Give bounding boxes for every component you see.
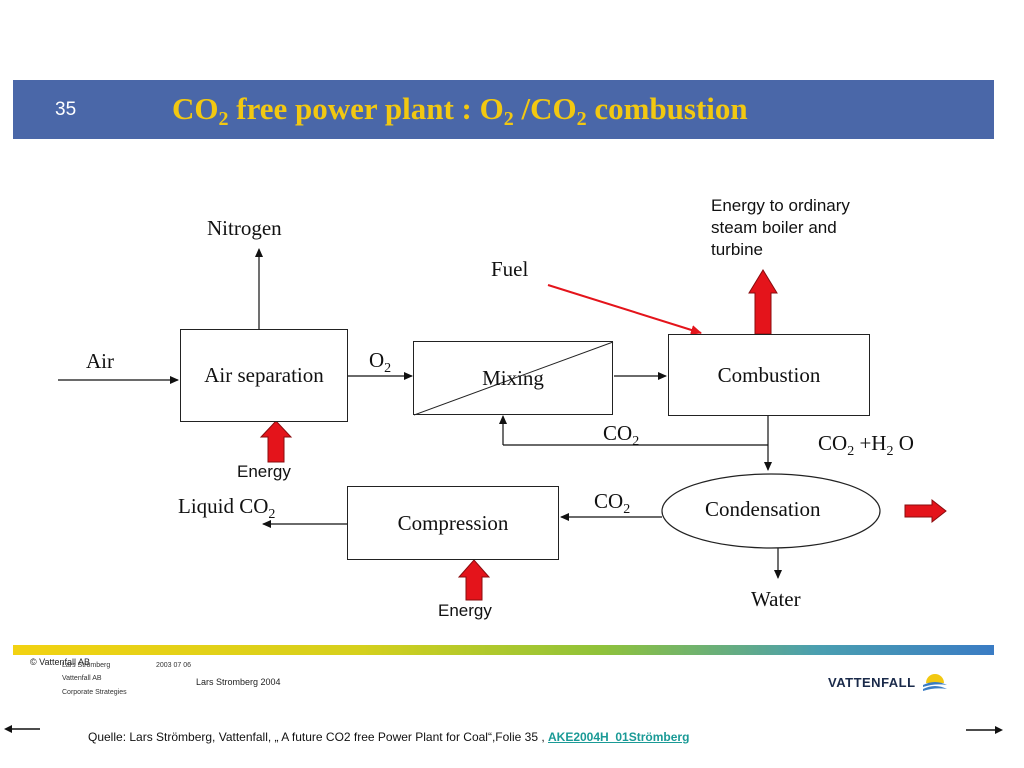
nitrogen-label: Nitrogen [207, 216, 282, 240]
source-text: Quelle: Lars Strömberg, Vattenfall, „ A … [88, 730, 548, 744]
mixing-box: Mixing [413, 341, 614, 416]
fuel-arrow [547, 284, 702, 335]
author-small-text: Lars Strömberg [62, 662, 111, 669]
liquid-co2-label: Liquid CO2 [178, 494, 276, 522]
footer-gradient-bar [13, 645, 994, 655]
source-link[interactable]: AKE2004H_01Strömberg [548, 730, 690, 744]
energy-in-compression-arrow [457, 559, 491, 601]
condensation-ellipse [661, 473, 881, 549]
air-separation-box: Air separation [180, 329, 348, 422]
air-separation-label: Air separation [204, 363, 324, 387]
combustion-box: Combustion [668, 334, 870, 416]
energy-out-arrow [748, 269, 778, 335]
slide-title: CO2 free power plant : O2 /CO2 combustio… [172, 91, 748, 130]
title-bar [13, 80, 994, 139]
source-citation: Quelle: Lars Strömberg, Vattenfall, „ A … [88, 730, 689, 744]
o2-label: O2 [369, 348, 392, 376]
compression-box: Compression [347, 486, 559, 560]
back-arrow-icon [4, 725, 40, 733]
vattenfall-wordmark: VATTENFALL [828, 674, 916, 690]
author-year-text: Lars Stromberg 2004 [196, 677, 281, 687]
department-small-text: Corporate Strategies [62, 689, 127, 696]
mixing-label: Mixing [482, 365, 544, 390]
co2-to-compression-label: CO2 [594, 489, 631, 517]
copyright-text: © Vattenfall AB [30, 657, 90, 667]
energy-out-line-3: turbine [711, 240, 763, 259]
slide-number: 35 [55, 99, 77, 120]
date-small-text: 2003 07 06 [156, 662, 192, 669]
compression-label: Compression [397, 510, 509, 535]
exhaust-label: CO2 +H2 O [818, 431, 914, 459]
vattenfall-logo-icon [922, 674, 947, 691]
mixing-diagonal [414, 342, 614, 416]
energy-in-air-separation-arrow [259, 420, 293, 463]
energy-air-separation-label: Energy [237, 462, 291, 481]
energy-compression-label: Energy [438, 601, 492, 620]
vattenfall-logo: VATTENFALL [828, 671, 948, 693]
energy-out-line-1: Energy to ordinary [711, 196, 850, 215]
condensation-label: Condensation [705, 497, 821, 521]
co2-recycle-label: CO2 [603, 421, 640, 449]
air-label: Air [86, 349, 114, 373]
fuel-label: Fuel [491, 257, 529, 281]
forward-arrow-icon [966, 726, 1003, 734]
energy-out-line-2: steam boiler and [711, 218, 837, 237]
combustion-label: Combustion [717, 362, 821, 387]
company-small-text: Vattenfall AB [62, 675, 102, 682]
water-label: Water [751, 587, 801, 611]
heat-out-arrow [904, 498, 947, 524]
energy-out-label: Energy to ordinary steam boiler and turb… [711, 195, 850, 261]
